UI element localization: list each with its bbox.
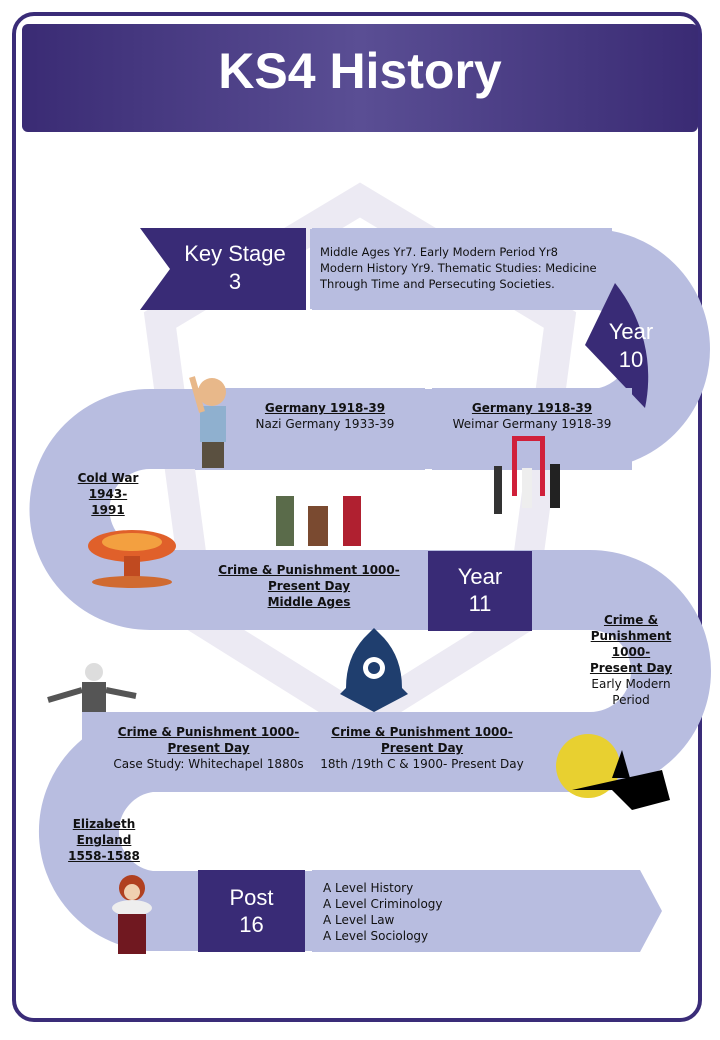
line3: 1991: [91, 503, 125, 517]
police-helmet-image: [340, 628, 408, 712]
heading: Germany 1918-39: [471, 401, 593, 415]
post16-line2: 16: [239, 912, 264, 937]
heading: Germany 1918-39: [264, 401, 386, 415]
line3: 1558-1588: [68, 849, 140, 863]
ks3-description: Middle Ages Yr7. Early Modern Period Yr8…: [312, 228, 612, 310]
text: Case Study: Whitechapel 1880s: [113, 757, 304, 771]
line2: England: [76, 833, 132, 847]
year10-line1: Year: [608, 319, 654, 344]
year10-line2: 10: [618, 347, 644, 372]
list-item: A Level Criminology: [323, 897, 443, 911]
ks3-line2: 3: [228, 269, 242, 294]
cold-war-label: Cold War 1943- 1991: [68, 470, 148, 518]
list-item: A Level History: [323, 881, 414, 895]
page-title: KS4 History: [218, 43, 502, 99]
boy-saluting-image: [186, 372, 232, 472]
list-item: A Level Law: [323, 913, 395, 927]
text: Nazi Germany 1933-39: [255, 417, 395, 431]
ks3-line1: Key Stage: [184, 241, 286, 266]
post16-list: A Level History A Level Criminology A Le…: [323, 880, 443, 944]
line1: Elizabeth: [72, 817, 136, 831]
ks3-chevron: [140, 228, 306, 310]
heading: Crime & Punishment 1000-Present Day: [117, 725, 300, 755]
list-item: A Level Sociology: [323, 929, 429, 943]
year10-wedge: [585, 283, 649, 408]
heading: Crime & Punishment 1000-Present Day: [218, 563, 400, 593]
year11-line1: Year: [457, 564, 503, 589]
heading: Crime & Punishment 1000-Present Day: [331, 725, 513, 755]
year10-label: Year 10: [598, 318, 664, 374]
heading: Crime & Punishment 1000-Present Day: [589, 613, 673, 675]
elizabeth-portrait-image: [108, 872, 156, 954]
text: Early Modern Period: [591, 677, 671, 707]
crime-modern-box: Crime & Punishment 1000-Present Day 18th …: [312, 712, 532, 792]
witch-moon-image: [552, 730, 672, 814]
line1: Cold War: [77, 471, 139, 485]
execution-image: [492, 436, 564, 516]
medieval-punishment-image: [268, 486, 378, 554]
text: 18th /19th C & 1900- Present Day: [320, 757, 524, 771]
ks3-label: Key Stage 3: [170, 240, 300, 296]
header-banner: KS4 History: [22, 24, 698, 132]
text: Weimar Germany 1918-39: [452, 417, 612, 431]
subheading: Middle Ages: [267, 595, 351, 609]
post16-line1: Post: [229, 885, 274, 910]
line2: 1943-: [88, 487, 128, 501]
year11-line2: 11: [468, 591, 492, 616]
mushroom-cloud-image: [84, 526, 180, 588]
